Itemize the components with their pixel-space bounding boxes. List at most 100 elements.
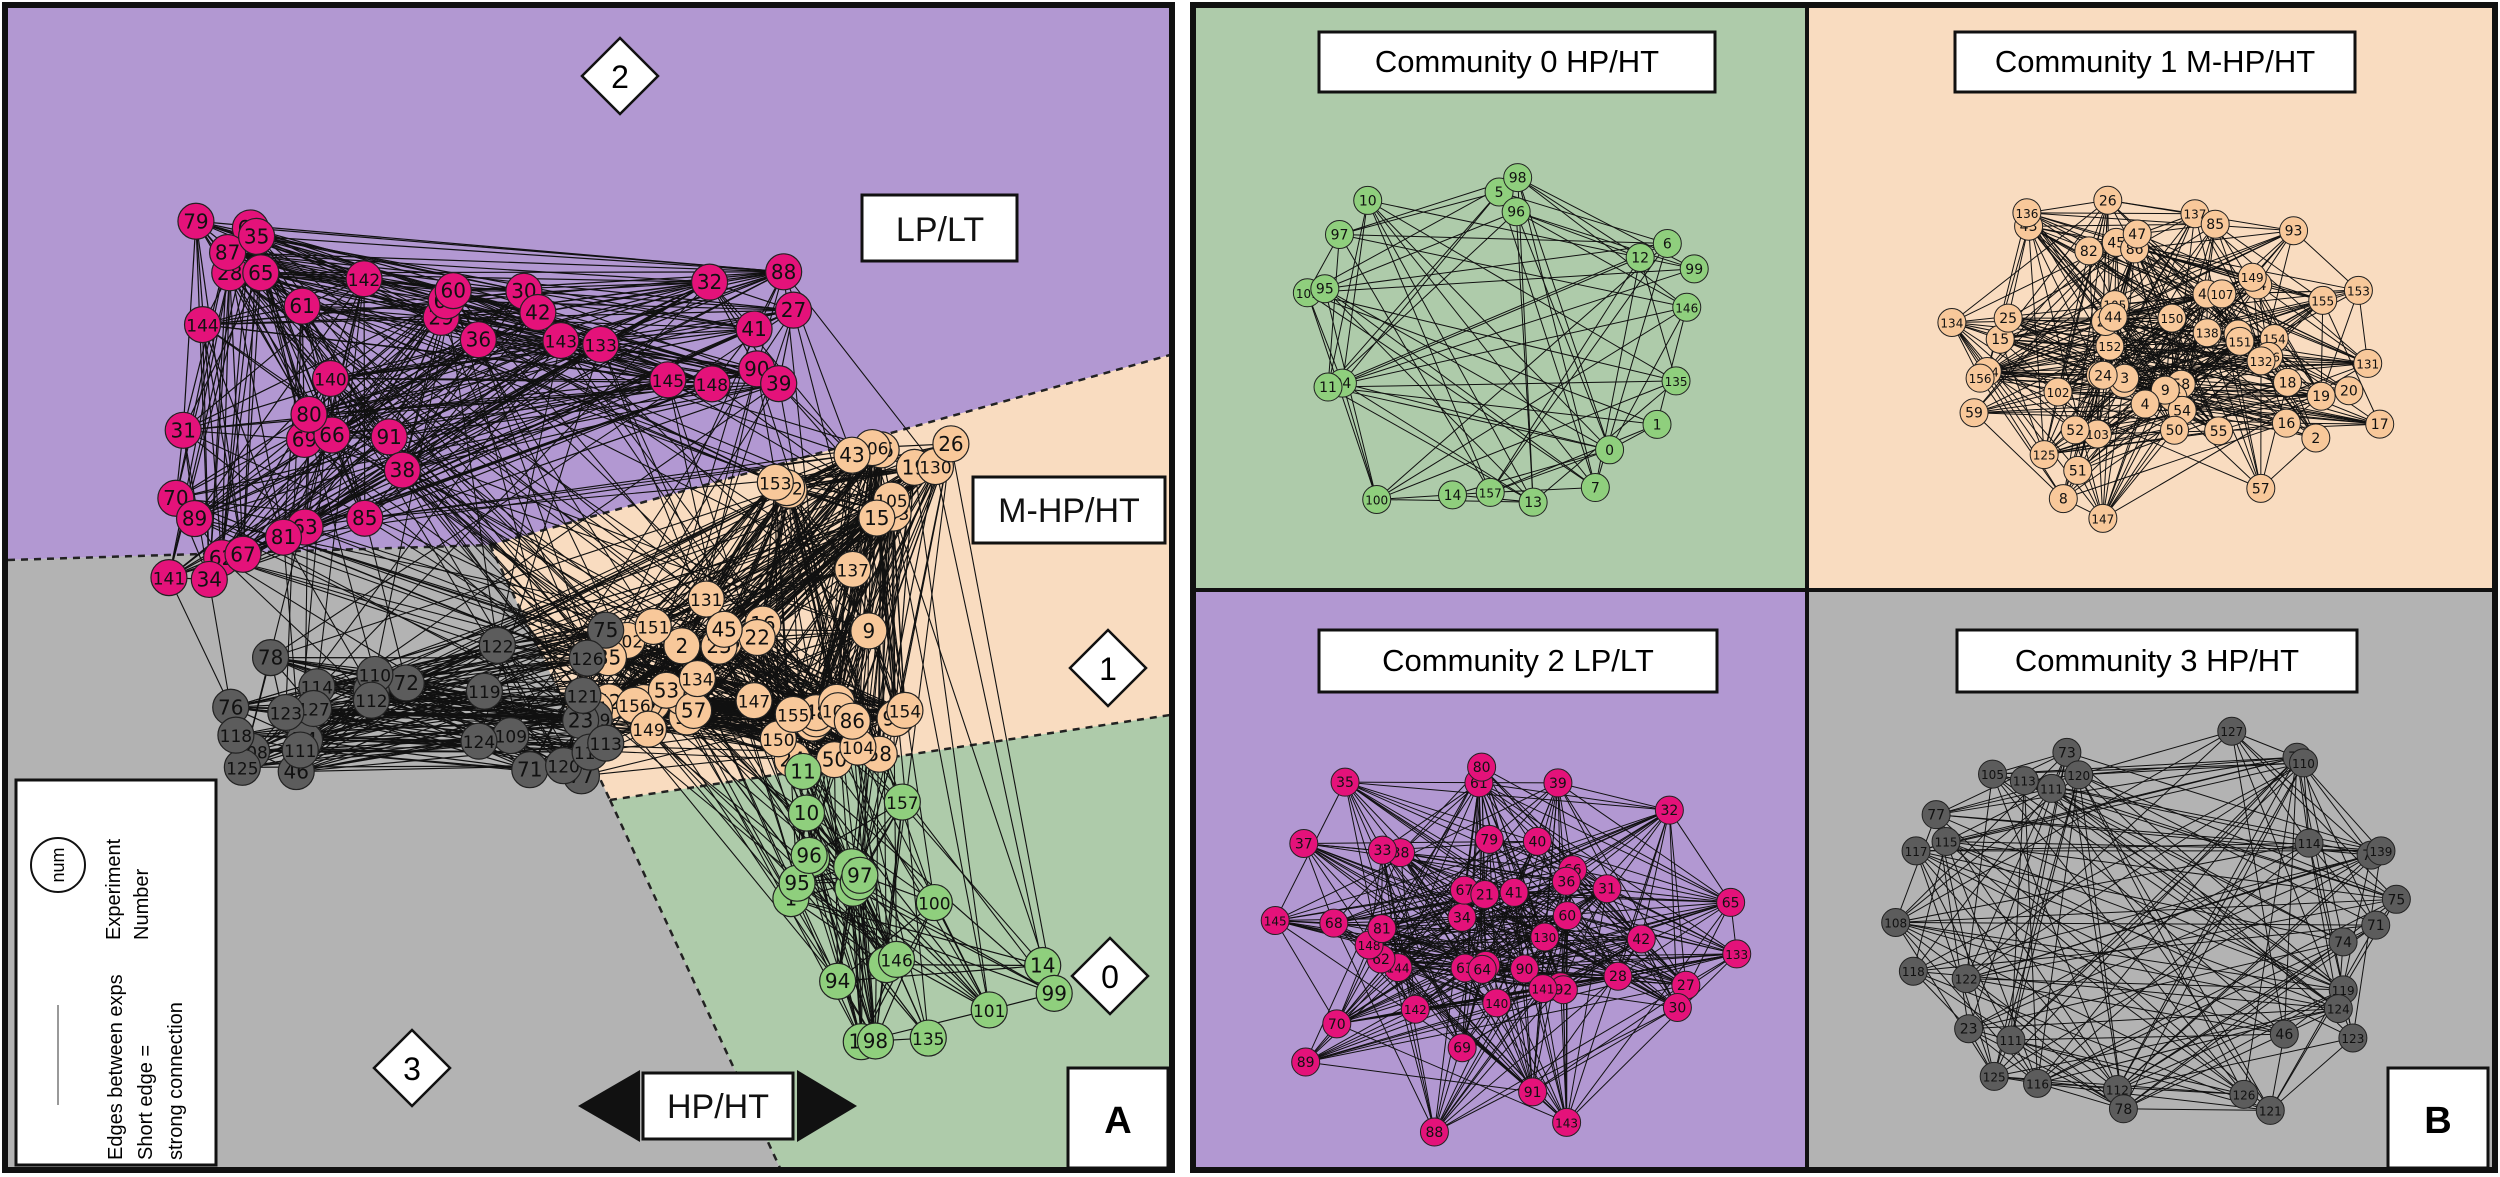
node-97: 97 xyxy=(841,856,879,894)
node-75: 75 xyxy=(587,611,625,649)
svg-text:122: 122 xyxy=(481,637,513,657)
edge xyxy=(1464,967,1568,1123)
edge xyxy=(2078,762,2304,776)
edge xyxy=(2010,756,2298,1041)
edge xyxy=(221,557,835,761)
edge xyxy=(256,235,784,273)
edge xyxy=(175,383,779,499)
node-39: 39 xyxy=(760,364,798,403)
edge xyxy=(2122,762,2304,1110)
edge xyxy=(2026,212,2275,339)
node-65: 65 xyxy=(242,254,280,292)
svg-text:93: 93 xyxy=(2285,224,2303,240)
edge xyxy=(1895,921,2376,926)
community-1-node-82: 82 xyxy=(2074,236,2104,266)
community-3-title: Community 3 HP/HT xyxy=(1955,628,2359,694)
edge xyxy=(1327,242,1668,388)
edge xyxy=(371,690,485,701)
edge xyxy=(1333,809,1670,924)
community-1-title: Community 1 M-HP/HT xyxy=(1953,30,2357,94)
svg-text:81: 81 xyxy=(1373,922,1391,938)
edge xyxy=(304,439,610,703)
edge xyxy=(1544,782,1559,938)
edge xyxy=(2037,774,2080,1084)
community-2-node-37: 37 xyxy=(1289,828,1319,858)
svg-text:59: 59 xyxy=(1965,406,1983,422)
svg-text:100: 100 xyxy=(1365,493,1388,507)
community-2-node-142: 142 xyxy=(1400,994,1430,1024)
edge xyxy=(440,317,588,659)
edge xyxy=(2007,226,2030,319)
community-2-node-35: 35 xyxy=(1330,767,1360,797)
edge xyxy=(2063,422,2287,500)
edge xyxy=(1523,968,1534,1092)
svg-text:126: 126 xyxy=(571,650,603,670)
community-3-node-77: 77 xyxy=(1921,800,1951,830)
node-148: 148 xyxy=(693,365,731,403)
node-125: 125 xyxy=(223,748,261,786)
svg-text:36: 36 xyxy=(1557,874,1575,890)
edge xyxy=(1572,809,1670,871)
community-1-node-131: 131 xyxy=(2353,348,2383,378)
community-3-node-73: 73 xyxy=(2052,737,2082,767)
edge xyxy=(1305,915,1568,1063)
svg-text:12: 12 xyxy=(1631,250,1649,266)
edge xyxy=(1913,762,2304,972)
svg-text:39: 39 xyxy=(766,372,791,396)
edge xyxy=(1415,953,1737,1010)
svg-text:26: 26 xyxy=(2099,193,2117,209)
community-3-node-110: 110 xyxy=(2288,748,2318,778)
edge xyxy=(2117,850,2382,1090)
community-1-node-85: 85 xyxy=(2200,209,2230,239)
edge xyxy=(1464,953,1737,969)
edge xyxy=(2043,248,2136,455)
edge xyxy=(1916,842,2310,852)
community-1-node-151: 151 xyxy=(2225,326,2255,356)
svg-text:88: 88 xyxy=(771,260,796,284)
node-112: 112 xyxy=(352,681,390,719)
edge xyxy=(440,316,853,456)
edge xyxy=(600,281,710,345)
edge xyxy=(697,677,906,711)
edge xyxy=(894,443,952,719)
community-3-node-113: 113 xyxy=(2009,766,2039,796)
community-0-node-95: 95 xyxy=(1310,274,1340,304)
edge xyxy=(2066,751,2382,852)
community-3-node-118: 118 xyxy=(1898,956,1928,986)
node-144: 144 xyxy=(183,306,222,344)
edge xyxy=(2221,293,2368,364)
edge xyxy=(1381,850,1435,1133)
svg-text:97: 97 xyxy=(847,863,872,887)
edge xyxy=(1979,230,2294,379)
svg-text:71: 71 xyxy=(517,758,542,782)
svg-text:20: 20 xyxy=(2340,384,2358,400)
svg-text:6: 6 xyxy=(1663,236,1672,252)
node-121: 121 xyxy=(564,676,602,714)
node-137: 137 xyxy=(834,550,872,588)
svg-text:37: 37 xyxy=(1295,836,1313,852)
node-143: 143 xyxy=(542,321,580,360)
edge xyxy=(374,443,952,675)
edge xyxy=(2028,225,2208,295)
svg-text:25: 25 xyxy=(1999,311,2017,327)
svg-text:150: 150 xyxy=(762,731,794,751)
community-1-node-18: 18 xyxy=(2273,367,2303,397)
edges-panel-b xyxy=(1274,177,2397,1133)
edge xyxy=(2100,374,2380,425)
node-94: 94 xyxy=(819,962,857,1000)
edge xyxy=(302,305,538,314)
node-126: 126 xyxy=(568,639,606,677)
node-96: 96 xyxy=(790,836,828,875)
edge xyxy=(1488,782,1559,840)
svg-text:90: 90 xyxy=(1516,962,1534,978)
edge xyxy=(1496,1002,1534,1093)
edge xyxy=(1342,191,1500,384)
edge xyxy=(2116,241,2323,301)
edge xyxy=(1342,382,1534,503)
svg-text:134: 134 xyxy=(1940,316,1963,330)
edge xyxy=(1369,936,1545,946)
edge xyxy=(1481,766,1731,903)
svg-text:141: 141 xyxy=(153,570,185,590)
nodes-panel-a: 1441431451401411423090916228292763706468… xyxy=(150,202,1073,1061)
edge xyxy=(1524,953,1737,970)
